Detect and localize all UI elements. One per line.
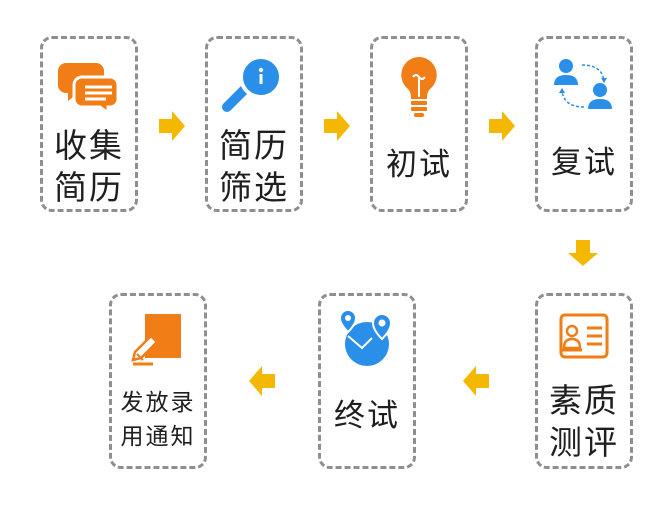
chat-bubbles-icon [58,63,120,113]
step-label: 终试 [334,398,400,434]
step-final-interview: 终试 [318,293,416,469]
step-send-offer: 发放录 用通知 [109,293,207,469]
step-label: 素质 测评 [549,381,619,462]
magnifier-icon [222,55,283,112]
arrow-right-icon [489,111,515,141]
arrow-left-icon [463,366,489,396]
arrow-right-icon [159,111,185,141]
step-label: 发放录 用通知 [120,390,196,450]
step-label: 初试 [386,147,452,183]
step-label: 简历 筛选 [219,126,289,207]
step-label: 收集 简历 [54,126,124,207]
step-resume-screening: 简历 筛选 [205,36,303,212]
document-pen-icon [131,314,181,366]
arrow-left-icon [249,366,275,396]
step-label: 复试 [551,145,617,181]
arrow-down-icon [568,240,598,266]
step-collect-resume: 收集 简历 [40,36,138,212]
step-first-interview: 初试 [370,36,468,212]
step-second-interview: 复试 [535,36,633,212]
lightbulb-icon [401,57,437,117]
step-quality-assessment: 素质 测评 [535,293,633,469]
arrow-right-icon [324,111,350,141]
location-map-icon [338,308,393,366]
user-exchange-icon [554,59,612,109]
id-card-icon [559,313,609,359]
